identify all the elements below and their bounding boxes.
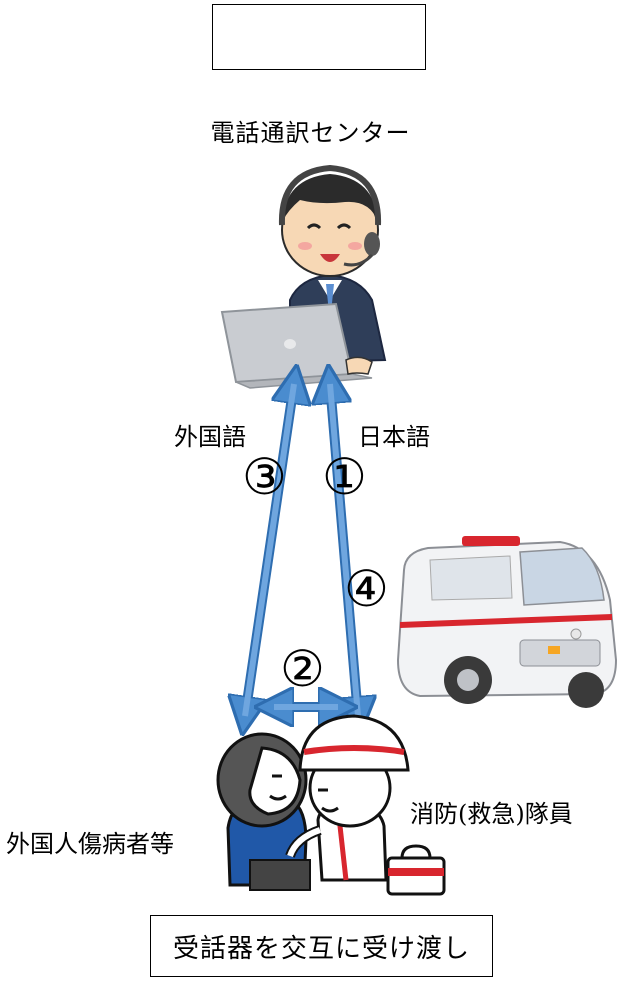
label-foreign-language: 外国語 [174,423,246,451]
patient-illustration [216,732,311,891]
bottom-box-text: 受話器を交互に受け渡し [172,933,470,964]
top-box [212,4,426,70]
call-center-label: 電話通訳センター [210,119,411,147]
bottom-box: 受話器を交互に受け渡し [150,915,493,977]
patient-label: 外国人傷病者等 [6,830,174,858]
step-3: ③ [242,448,287,506]
step-1: ① [322,448,367,506]
step-2: ② [280,640,325,698]
label-japanese: 日本語 [358,423,430,451]
step-4: ④ [344,560,389,618]
paramedic-illustration [285,714,446,896]
ambulance-illustration [396,536,618,708]
paramedic-label: 消防(救急)隊員 [410,800,573,828]
arrows [245,384,358,716]
operator-illustration [220,164,387,389]
